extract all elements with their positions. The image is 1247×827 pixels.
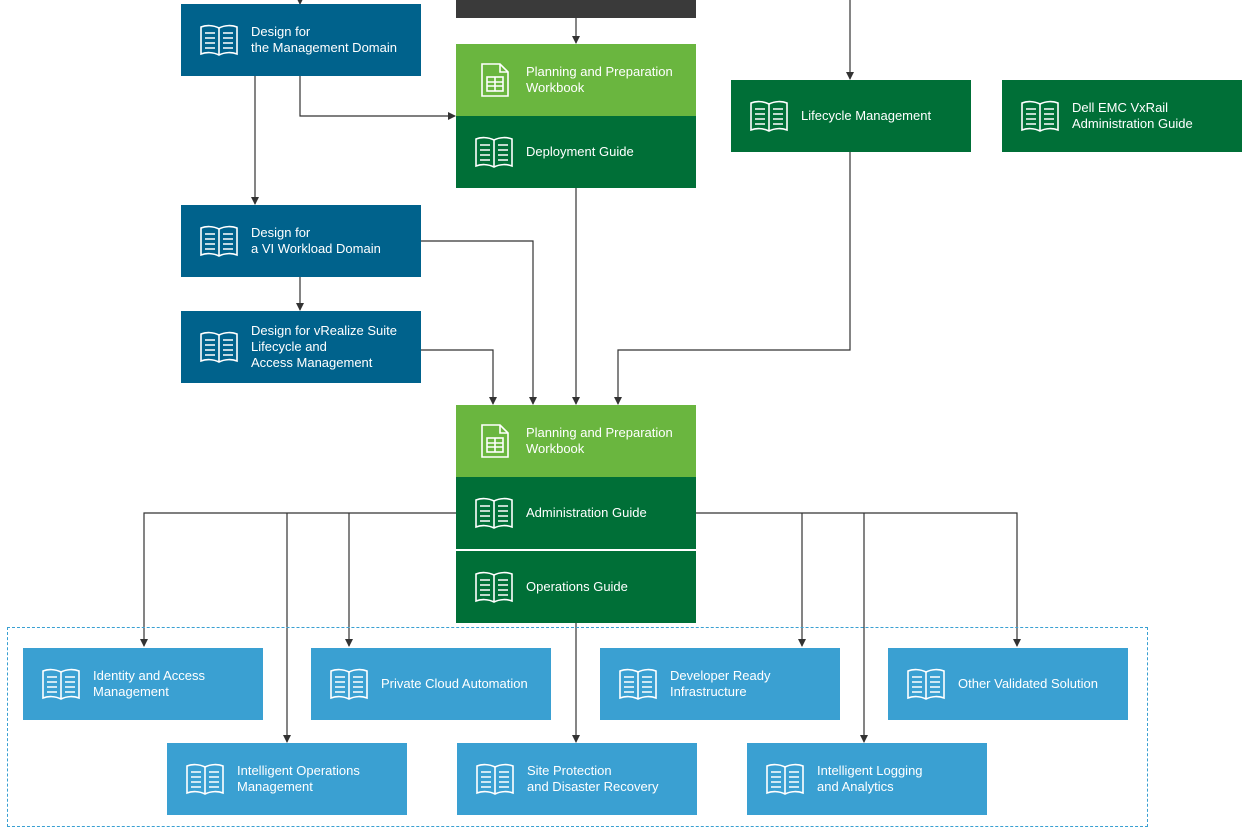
arrow-design-vi-to-center (421, 240, 537, 405)
book-icon (619, 668, 657, 700)
lifecycle-management-box[interactable]: Lifecycle Management (731, 80, 971, 152)
design-vi-workload-box[interactable]: Design for a VI Workload Domain (181, 205, 421, 277)
book-icon (750, 100, 788, 132)
other-validated-solution-box[interactable]: Other Validated Solution (888, 648, 1128, 720)
administration-guide-box[interactable]: Administration Guide (456, 477, 696, 549)
deployment-guide-box[interactable]: Deployment Guide (456, 116, 696, 188)
private-cloud-label: Private Cloud Automation (381, 676, 528, 691)
workbook-top-box[interactable]: Planning and Preparation Workbook (456, 44, 696, 116)
branch-right (696, 512, 1021, 647)
developer-ready-box[interactable]: Developer Ready Infrastructure (600, 648, 840, 720)
book-icon (200, 225, 238, 257)
book-icon (475, 497, 513, 529)
workbook-center-label: Planning and Preparation Workbook (526, 425, 673, 456)
book-icon (907, 668, 945, 700)
top-dark-box[interactable] (456, 0, 696, 18)
workbook-center-box[interactable]: Planning and Preparation Workbook (456, 405, 696, 477)
arrow-vrealize-to-center (421, 349, 497, 405)
arrow-design-mgmt-to-workbook (299, 76, 456, 120)
book-icon (330, 668, 368, 700)
intelligent-operations-box[interactable]: Intelligent Operations Management (167, 743, 407, 815)
book-icon (475, 571, 513, 603)
dell-emc-vxrail-box[interactable]: Dell EMC VxRail Administration Guide (1002, 80, 1242, 152)
intelligent-operations-label: Intelligent Operations Management (237, 763, 360, 794)
identity-access-label: Identity and Access Management (93, 668, 206, 699)
identity-access-box[interactable]: Identity and Access Management (23, 648, 263, 720)
book-icon (476, 763, 514, 795)
book-icon (200, 24, 238, 56)
deployment-guide-label: Deployment Guide (526, 144, 634, 159)
branch-left (140, 512, 456, 647)
site-protection-box[interactable]: Site Protection and Disaster Recovery (457, 743, 697, 815)
operations-guide-label: Operations Guide (526, 579, 628, 594)
book-icon (186, 763, 224, 795)
arrow-lifecycle-to-center (614, 152, 851, 405)
design-vrealize-label: Design for vRealize Suite Lifecycle and … (251, 323, 397, 370)
design-management-label: Design for the Management Domain (251, 24, 397, 55)
design-vrealize-box[interactable]: Design for vRealize Suite Lifecycle and … (181, 311, 421, 383)
book-icon (200, 331, 238, 363)
intelligent-logging-box[interactable]: Intelligent Logging and Analytics (747, 743, 987, 815)
spreadsheet-icon (481, 63, 509, 97)
spreadsheet-icon (481, 424, 509, 458)
book-icon (1021, 100, 1059, 132)
design-vi-label: Design for a VI Workload Domain (251, 225, 381, 256)
lifecycle-management-label: Lifecycle Management (801, 108, 932, 123)
administration-guide-label: Administration Guide (526, 505, 647, 520)
private-cloud-automation-box[interactable]: Private Cloud Automation (311, 648, 551, 720)
dell-emc-label: Dell EMC VxRail Administration Guide (1072, 100, 1193, 131)
developer-ready-label: Developer Ready Infrastructure (670, 668, 771, 699)
book-icon (42, 668, 80, 700)
book-icon (766, 763, 804, 795)
workbook-top-label: Planning and Preparation Workbook (526, 64, 673, 95)
site-protection-label: Site Protection and Disaster Recovery (527, 763, 659, 794)
intelligent-logging-label: Intelligent Logging and Analytics (817, 763, 923, 794)
operations-guide-box[interactable]: Operations Guide (456, 551, 696, 623)
connector-lines (140, 0, 1021, 743)
other-validated-label: Other Validated Solution (958, 676, 1098, 691)
book-icon (475, 136, 513, 168)
design-management-domain-box[interactable]: Design for the Management Domain (181, 4, 421, 76)
